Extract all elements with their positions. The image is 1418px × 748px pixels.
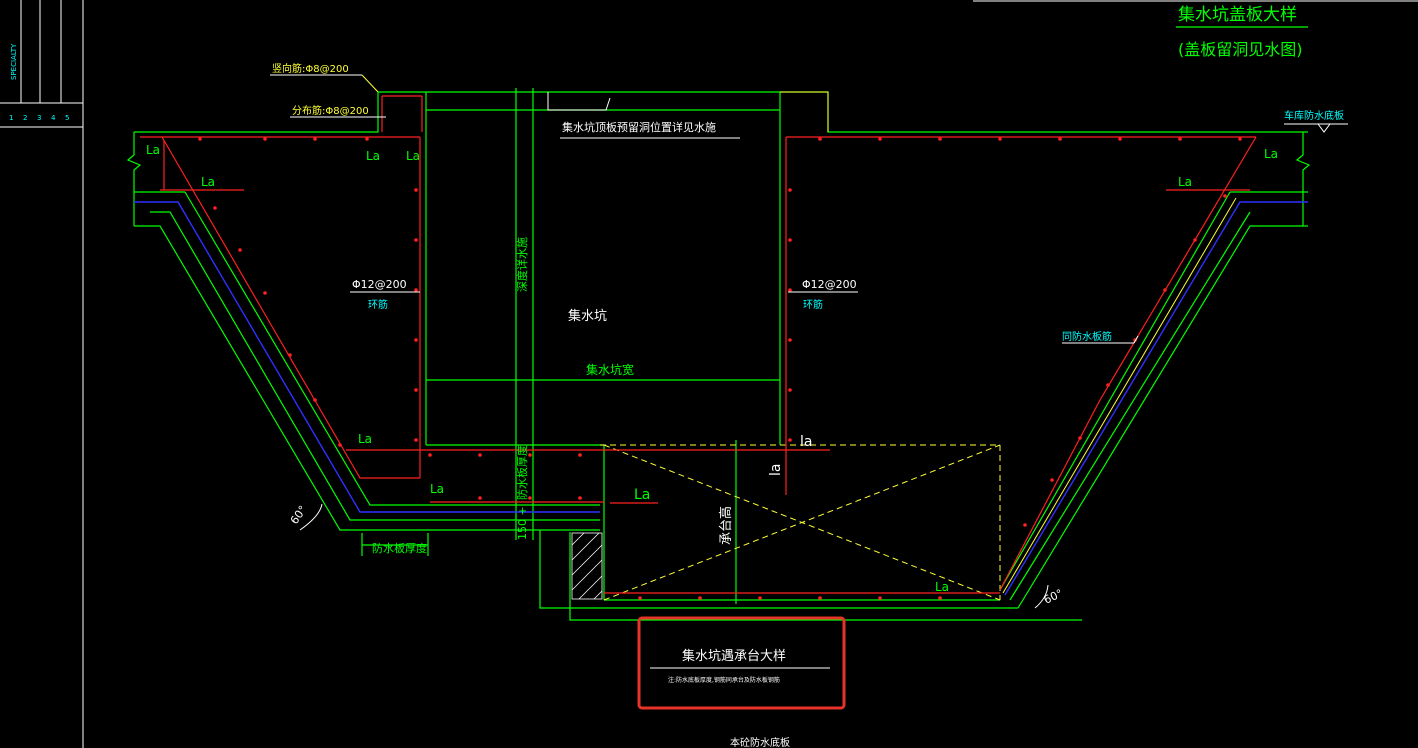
floor-level-mark bbox=[1317, 123, 1331, 133]
highlight-box bbox=[637, 616, 846, 710]
la-label: La bbox=[406, 149, 420, 163]
soil-hatch bbox=[571, 532, 603, 600]
concrete-outline bbox=[126, 88, 1311, 621]
la-label: La bbox=[430, 482, 444, 496]
strip-mark: 4 bbox=[51, 114, 56, 122]
caption-title: 集水坑遇承台大样 bbox=[682, 648, 786, 664]
left-title-strip: SPECIALTY 1 2 3 4 5 bbox=[0, 0, 84, 748]
rebar-vertical-label: 竖向筋:Φ8@200 bbox=[272, 62, 349, 75]
strip-mark: 1 bbox=[9, 114, 13, 122]
pit-label: 集水坑 bbox=[568, 308, 607, 324]
strip-mark: 5 bbox=[65, 114, 69, 122]
rebar-lines bbox=[140, 95, 1257, 594]
rebar-distribution-label: 分布筋:Φ8@200 bbox=[292, 104, 369, 117]
strip-mark: 3 bbox=[37, 114, 41, 122]
la-label: La bbox=[146, 143, 160, 157]
la-label: la bbox=[768, 464, 784, 476]
rebar-dots bbox=[198, 137, 1242, 600]
bottom-text: 本砼防水底板 bbox=[730, 736, 790, 748]
floor-thickness-vertical: 防水板厚度 bbox=[515, 445, 529, 500]
angle-left: 60° bbox=[288, 503, 310, 526]
same-as-floor-label: 同防水板筋 bbox=[1062, 330, 1112, 343]
specialty-label: SPECIALTY bbox=[10, 43, 18, 80]
cap-height-label: 承台高 bbox=[718, 506, 734, 545]
garage-floor-label: 车库防水底板 bbox=[1284, 109, 1344, 122]
la-label: La bbox=[634, 487, 650, 503]
la-label: La bbox=[1178, 175, 1192, 189]
top-note-label: 集水坑顶板预留洞位置详见水施 bbox=[562, 120, 716, 134]
la-label: La bbox=[935, 580, 949, 594]
ring-rebar-left: 环筋 bbox=[368, 298, 388, 311]
floor-thickness-label: 防水板厚度 bbox=[372, 541, 427, 555]
yellow-lines bbox=[361, 74, 1237, 601]
pit-width-label: 集水坑宽 bbox=[586, 362, 634, 377]
la-label: La bbox=[366, 149, 380, 163]
pit-depth-label: 深度详水施 bbox=[515, 237, 529, 292]
leader-lines bbox=[270, 74, 1348, 669]
ring-rebar-spec-left: Φ12@200 bbox=[352, 278, 407, 291]
la-label: La bbox=[1264, 147, 1278, 161]
ring-rebar-spec-right: Φ12@200 bbox=[802, 278, 857, 291]
caption-note: 注:防水底板厚度,钢筋同承台及防水板钢筋 bbox=[668, 676, 780, 684]
title-block: 集水坑盖板大样 (盖板留洞见水图) bbox=[973, 0, 1418, 59]
strip-mark: 2 bbox=[23, 114, 27, 122]
drawing-subtitle: (盖板留洞见水图) bbox=[1178, 40, 1303, 59]
waterproof-layer bbox=[134, 201, 1308, 596]
drawing-title: 集水坑盖板大样 bbox=[1178, 5, 1297, 25]
offset-150-label: 150 + bbox=[516, 506, 529, 540]
ring-rebar-right: 环筋 bbox=[803, 298, 823, 311]
angle-marks bbox=[299, 503, 1049, 609]
angle-right: 60° bbox=[1042, 587, 1065, 607]
annotation-text: 竖向筋:Φ8@200 分布筋:Φ8@200 集水坑顶板预留洞位置详见水施 车库防… bbox=[146, 62, 1344, 748]
la-label: la bbox=[800, 434, 812, 450]
la-label: La bbox=[358, 432, 372, 446]
la-label: La bbox=[201, 175, 215, 189]
